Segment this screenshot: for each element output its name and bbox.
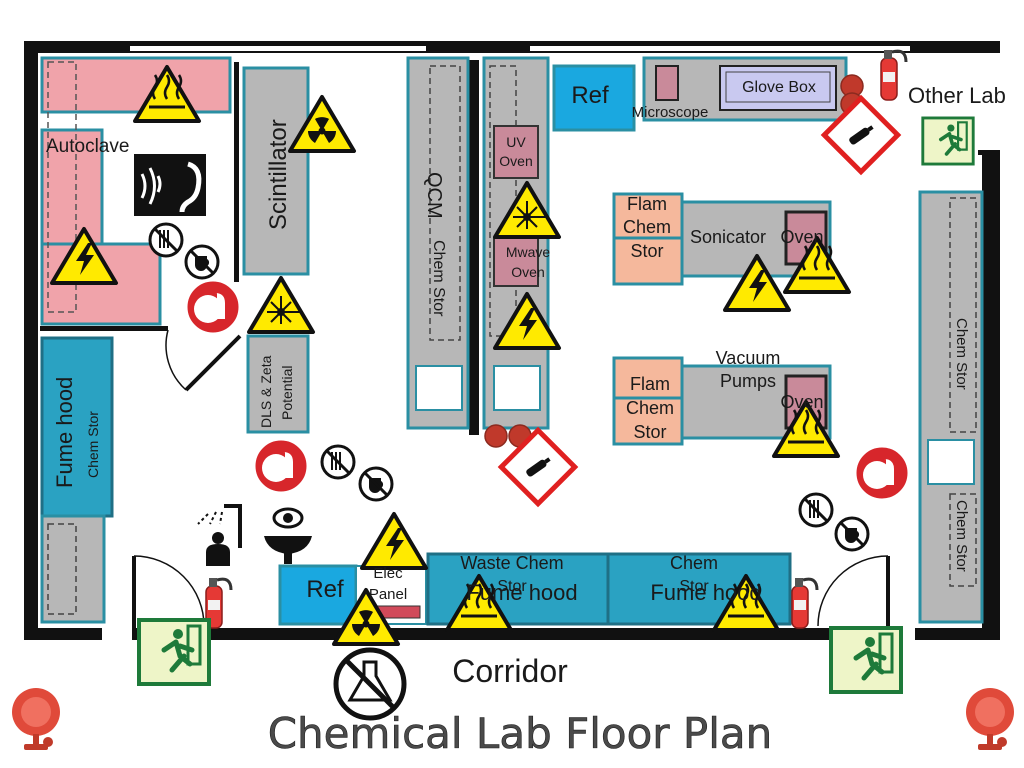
emergency-exit-icon <box>137 618 211 686</box>
emergency-shower-icon <box>197 504 242 566</box>
dls-zeta-label-2: Potential <box>279 366 295 420</box>
chem-stor-hood-label-1: Chem <box>670 553 718 573</box>
chem-stor-right-1: Chem Stor <box>953 318 970 390</box>
chem-stor-hood-label-2: Stor <box>679 578 709 595</box>
dls-zeta-label-1: DLS & Zeta <box>258 355 274 428</box>
autoclave-label: Autoclave <box>46 136 129 157</box>
oven-label-2: Oven <box>780 392 823 412</box>
flam-chem-stor-label-1: Flam <box>627 194 667 214</box>
vacuum-pumps-label-2: Pumps <box>720 371 776 391</box>
chem-stor-label: Chem Stor <box>430 240 447 317</box>
ref-label-top: Ref <box>571 82 609 109</box>
sonicator-island <box>612 192 832 286</box>
fire-extinguisher-icon <box>790 576 819 630</box>
flam-chem-stor-label-4: Flam <box>630 374 670 394</box>
right-bench <box>918 190 984 624</box>
ref-label-bottom: Ref <box>306 576 344 603</box>
qcm-bench <box>406 56 470 430</box>
wear-face-shield-icon <box>853 444 911 502</box>
chem-stor-fume-label: Chem Stor <box>85 411 101 478</box>
flam-chem-stor-label-5: Chem <box>626 398 674 418</box>
vacuum-pumps-label-1: Vacuum <box>716 348 781 368</box>
oven-label-1: Oven <box>780 227 823 247</box>
fume-hood-left <box>40 336 114 624</box>
no-drink-icon <box>358 466 394 502</box>
waste-chem-stor-label-1: Waste Chem <box>460 553 563 573</box>
eyewash-icon <box>264 507 312 564</box>
no-drink-icon <box>834 516 870 552</box>
emergency-exit-icon <box>829 626 903 694</box>
laser-icon <box>249 278 313 332</box>
no-drink-icon <box>184 244 220 280</box>
uv-oven-label-2: Oven <box>499 153 532 169</box>
no-food-icon <box>148 222 184 258</box>
qcm-label: QCM <box>423 172 445 219</box>
wear-face-shield-icon <box>184 278 242 336</box>
page-title: Chemical Lab Floor Plan <box>268 709 773 758</box>
no-food-icon <box>320 444 356 480</box>
sonicator-label: Sonicator <box>690 227 766 247</box>
waste-chem-stor-label-2: Stor <box>497 578 527 595</box>
emergency-exit-icon <box>919 114 977 168</box>
corridor-label: Corridor <box>452 653 568 689</box>
no-food-icon <box>798 492 834 528</box>
fire-alarm-bell-icon <box>12 688 60 750</box>
elec-panel-label-2: Panel <box>369 586 407 603</box>
other-lab-label: Other Lab <box>908 83 1006 108</box>
scintillator-label: Scintillator <box>265 119 292 230</box>
uv-oven-label: UV <box>506 134 526 150</box>
flam-chem-stor-label-3: Stor <box>630 241 663 261</box>
wear-face-shield-icon <box>252 437 310 495</box>
fume-hood-bottom-2-label: Fume hood <box>650 580 761 605</box>
scintillator-bench <box>242 66 310 434</box>
oven-bench <box>482 56 550 430</box>
doors <box>132 329 890 628</box>
flam-chem-stor-label-6: Stor <box>633 422 666 442</box>
fume-hood-left-label: Fume hood <box>52 377 77 488</box>
microscope-label: Microscope <box>632 104 709 121</box>
fume-hood-bottom-1-label: Fume hood <box>466 580 577 605</box>
mwave-oven-label-2: Oven <box>511 264 544 280</box>
no-chemicals-icon <box>333 647 407 721</box>
glove-box-label: Glove Box <box>742 79 816 96</box>
elec-panel-label-1: Elec <box>373 565 403 582</box>
noise-ear-protection-icon <box>134 154 206 216</box>
top-bench <box>552 56 848 132</box>
flam-chem-stor-label-2: Chem <box>623 217 671 237</box>
mwave-oven-label: Mwave <box>506 244 551 260</box>
fire-extinguisher-icon <box>879 48 908 102</box>
electrical-hazard-icon <box>362 514 426 568</box>
chem-stor-right-2: Chem Stor <box>953 500 970 572</box>
fire-alarm-bell-icon <box>966 688 1014 750</box>
